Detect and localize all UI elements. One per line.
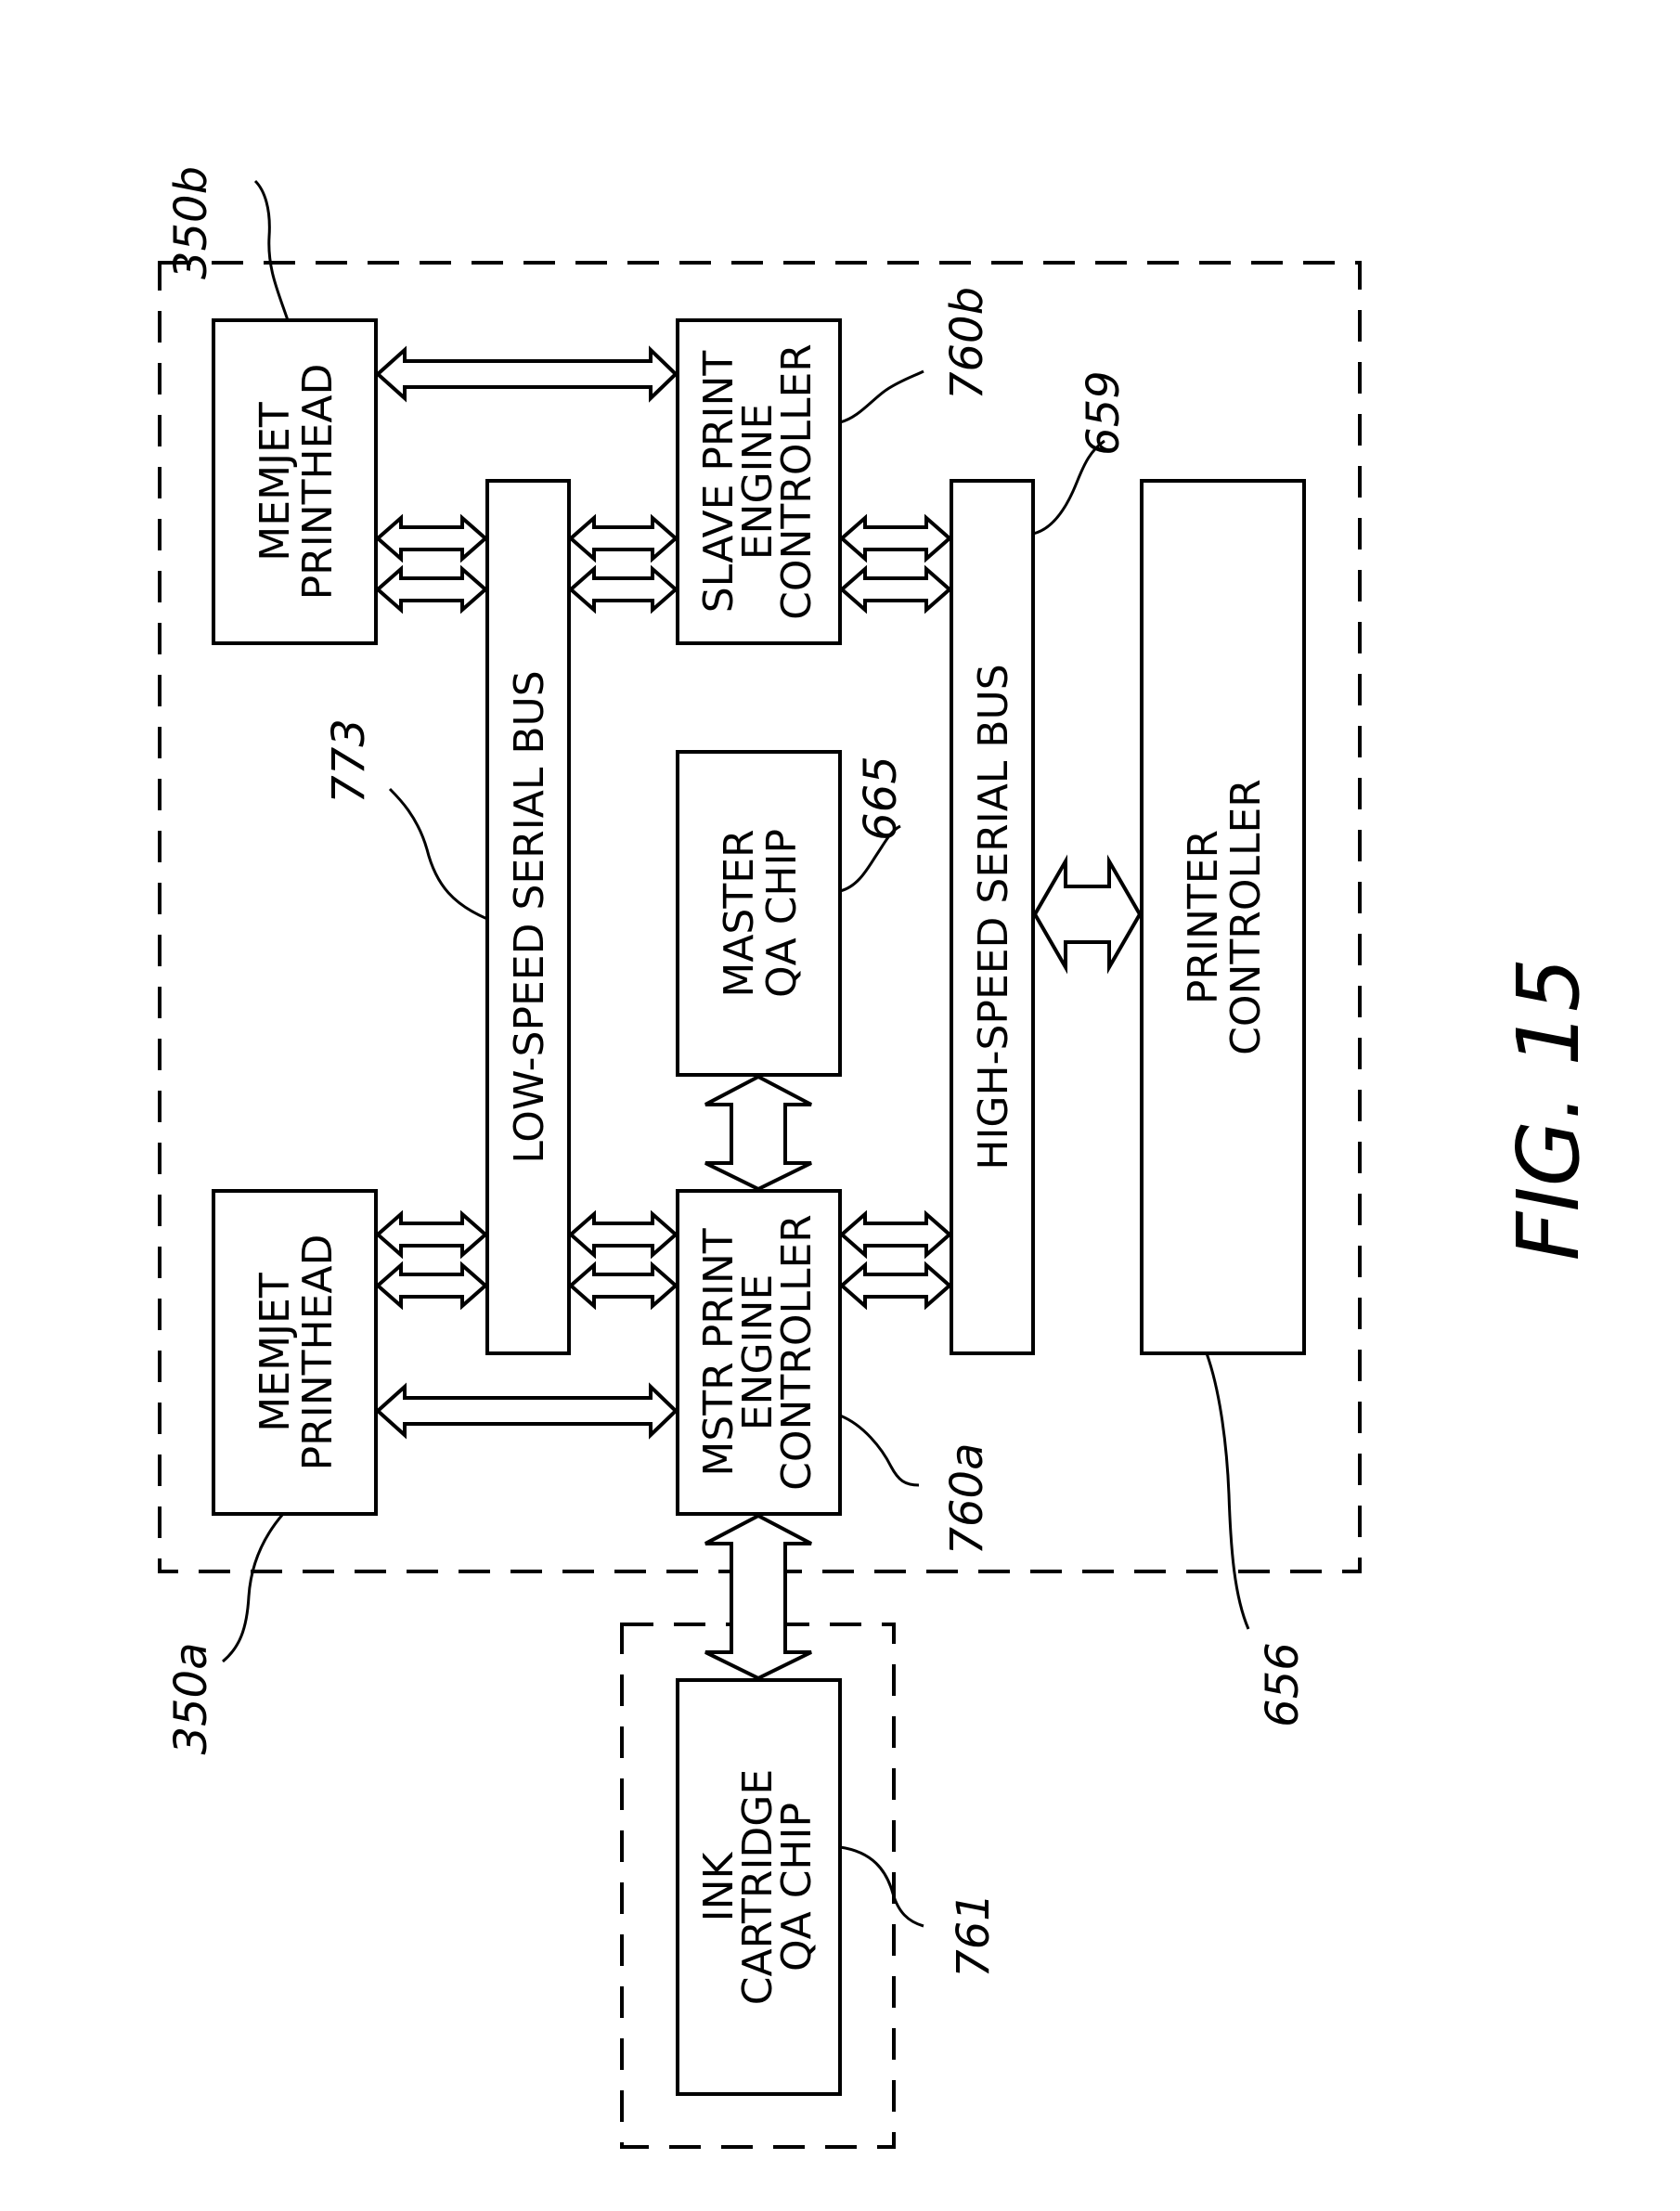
high-speed-bus-label: HIGH-SPEED SERIAL BUS — [970, 664, 1017, 1170]
arrow-master-qa-to-master-pec — [704, 1074, 812, 1192]
printhead-a-block: MEMJET PRINTHEAD — [212, 1189, 378, 1516]
printer-controller-block: PRINTER CONTROLLER — [1140, 479, 1306, 1355]
printhead-b-label-2: PRINTHEAD — [294, 364, 342, 601]
printer-controller-label-1: PRINTER — [1180, 830, 1227, 1004]
master-pec-label-1: MSTR PRINT — [695, 1228, 743, 1476]
arrow-master-pec-to-high-speed-bus — [838, 1209, 953, 1311]
printhead-a-label-2: PRINTHEAD — [294, 1235, 342, 1471]
ink-qa-block: INK CARTRIDGE QA CHIP — [676, 1678, 842, 2096]
ref-761: 761 — [948, 1893, 1000, 1978]
ink-cartridge-enclosure — [620, 1623, 896, 2149]
ink-qa-label-3: QA CHIP — [773, 1803, 821, 1972]
leader-350b — [253, 179, 290, 321]
master-qa-label-1: MASTER — [716, 829, 763, 997]
arrow-printhead-a-to-low-speed-bus — [374, 1209, 489, 1311]
arrow-low-speed-bus-to-master-pec — [567, 1209, 679, 1311]
ref-773: 773 — [323, 718, 375, 804]
slave-pec-block: SLAVE PRINT ENGINE CONTROLLER — [676, 318, 842, 645]
arrow-printhead-b-to-slave-pec — [375, 345, 678, 403]
printhead-a-label-1: MEMJET — [252, 1273, 299, 1432]
printhead-b-block: MEMJET PRINTHEAD — [212, 318, 378, 645]
leader-760b — [839, 369, 924, 424]
leader-761 — [839, 1845, 924, 1928]
arrow-printhead-a-to-master-pec — [375, 1382, 678, 1440]
leader-659 — [1032, 439, 1105, 536]
slave-pec-label-1: SLAVE PRINT — [695, 351, 743, 614]
master-pec-label-3: CONTROLLER — [773, 1214, 821, 1491]
leader-760a — [839, 1414, 920, 1487]
ref-350a: 350a — [165, 1642, 217, 1754]
arrow-high-speed-bus-to-printer-controller — [1032, 854, 1143, 975]
ref-665: 665 — [855, 756, 907, 841]
slave-pec-label-3: CONTROLLER — [773, 343, 821, 620]
ref-350b: 350b — [165, 166, 217, 279]
arrow-low-speed-bus-to-slave-pec — [567, 513, 679, 614]
printer-enclosure — [158, 261, 1362, 1573]
leader-656 — [1205, 1352, 1250, 1630]
arrow-printhead-b-to-low-speed-bus — [374, 513, 489, 614]
ref-760a: 760a — [941, 1442, 993, 1555]
low-speed-bus-label: LOW-SPEED SERIAL BUS — [506, 670, 553, 1163]
master-pec-block: MSTR PRINT ENGINE CONTROLLER — [676, 1189, 842, 1516]
slave-pec-label-2: ENGINE — [734, 404, 782, 561]
leader-665 — [839, 824, 901, 893]
printhead-b-label-1: MEMJET — [252, 402, 299, 562]
ref-656: 656 — [1257, 1642, 1309, 1727]
low-speed-bus-block: LOW-SPEED SERIAL BUS — [485, 479, 571, 1355]
leader-350a — [222, 1513, 285, 1663]
leader-773 — [388, 787, 488, 921]
figure-label: FIG. 15 — [1499, 958, 1598, 1261]
ref-659: 659 — [1078, 370, 1130, 456]
master-pec-label-2: ENGINE — [734, 1274, 782, 1431]
printer-controller-label-2: CONTROLLER — [1222, 779, 1270, 1055]
ink-qa-label-2: CARTRIDGE — [734, 1769, 782, 2005]
high-speed-bus-block: HIGH-SPEED SERIAL BUS — [950, 479, 1035, 1355]
arrow-slave-pec-to-high-speed-bus — [838, 513, 953, 614]
ref-760b: 760b — [941, 287, 993, 400]
master-qa-block: MASTER QA CHIP — [676, 750, 842, 1077]
arrow-master-pec-to-ink-qa — [704, 1513, 812, 1681]
ink-qa-label-1: INK — [695, 1851, 743, 1921]
master-qa-label-2: QA CHIP — [758, 829, 806, 998]
